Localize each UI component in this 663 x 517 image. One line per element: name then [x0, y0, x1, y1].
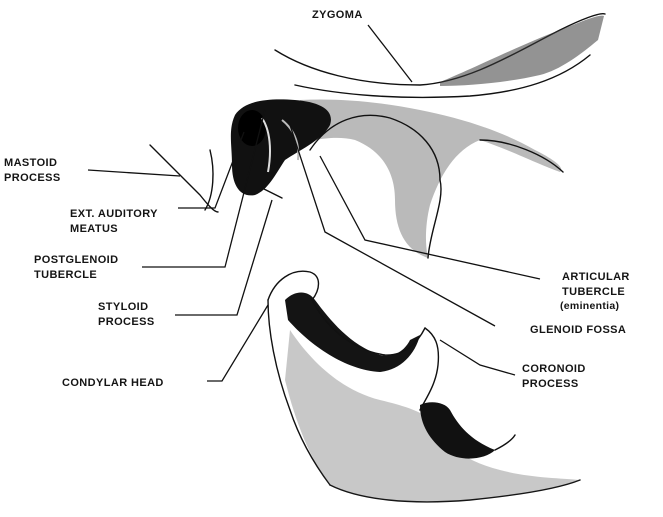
label-articular-line3: (eminentia) — [560, 300, 619, 312]
label-articular-line2: TUBERCLE — [562, 286, 625, 298]
label-postglenoid-line1: POSTGLENOID — [34, 254, 118, 266]
leader-coronoid — [440, 340, 515, 375]
label-coronoid-line2: PROCESS — [522, 378, 579, 390]
leader-zygoma — [368, 25, 412, 82]
label-mastoid-line2: PROCESS — [4, 172, 61, 184]
label-postglenoid-line2: TUBERCLE — [34, 269, 97, 281]
leader-styloid — [175, 200, 272, 315]
temporal-bone-drawing — [150, 14, 605, 258]
leader-mastoid — [88, 170, 180, 176]
label-coronoid-line1: CORONOID — [522, 363, 586, 375]
label-glenoid-fossa: GLENOID FOSSA — [530, 324, 626, 336]
label-styloid-line1: STYLOID — [98, 301, 148, 313]
leader-condylar — [207, 305, 268, 381]
label-zygoma: ZYGOMA — [312, 9, 363, 21]
label-ext-auditory-line1: EXT. AUDITORY — [70, 208, 158, 220]
label-styloid-line2: PROCESS — [98, 316, 155, 328]
label-articular-line1: ARTICULAR — [562, 271, 630, 283]
label-condylar-head: CONDYLAR HEAD — [62, 377, 164, 389]
label-ext-auditory-line2: MEATUS — [70, 223, 118, 235]
label-mastoid-line1: MASTOID — [4, 157, 57, 169]
